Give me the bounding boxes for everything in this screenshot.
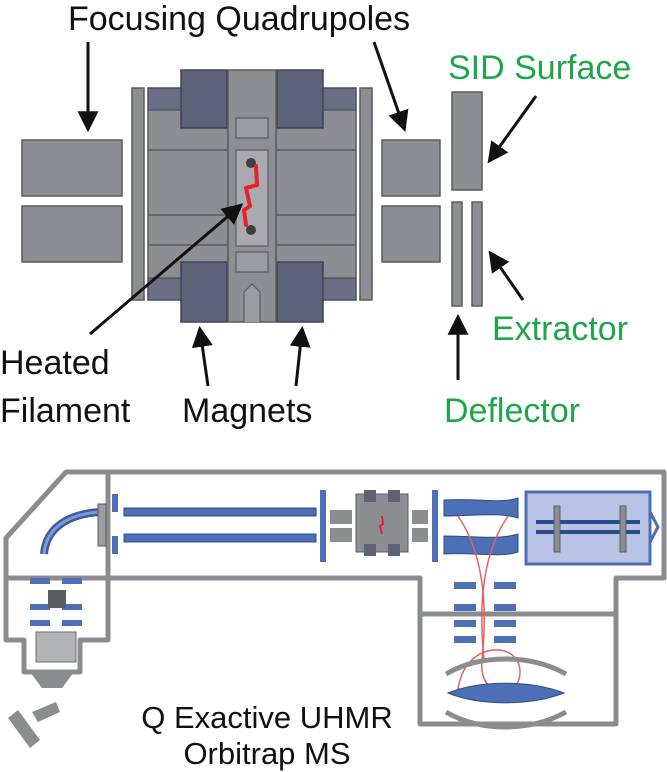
focusing-quadrupoles-label: Focusing Quadrupoles [68,0,411,38]
interface-lens [320,490,326,562]
deflector-label: Deflector [444,392,581,430]
magnets-label: Magnets [182,392,313,430]
right-end-plate [359,87,373,301]
heated-label: Heated [0,344,110,382]
instrument-name-line2: Orbitrap MS [183,736,351,771]
source-cone [30,672,74,688]
sid-surface-label: SID Surface [448,49,632,87]
curved-inlet [40,508,101,555]
transfer-lenses [454,582,516,643]
ion-trajectory [457,515,521,693]
sid-device-miniature [330,490,438,562]
instrument-name-line1: Q Exactive UHMR [141,700,393,735]
orbitrap-analyzer [444,656,568,730]
deflector-plate [451,201,463,307]
hcd-cell [524,490,660,566]
left-focusing-quadrupole [21,139,123,263]
left-end-plate [131,87,145,301]
sid-surface [451,91,483,191]
heated-filament-wire [242,164,259,227]
front-ion-optics [30,578,82,663]
extractor-plate [471,201,483,307]
c-trap [443,497,519,556]
sid-device-schematic [21,41,538,387]
callout-arrows [77,41,538,387]
right-focusing-quadrupole [381,139,441,263]
inlet-lens [97,503,107,547]
filament-label: Filament [0,392,131,430]
magnets [180,69,324,323]
transfer-multipole [112,494,317,554]
nanospray-emitter-icon [8,702,60,748]
filament-column [227,69,277,323]
extractor-label: Extractor [492,310,629,348]
instrument-housing [3,469,667,727]
